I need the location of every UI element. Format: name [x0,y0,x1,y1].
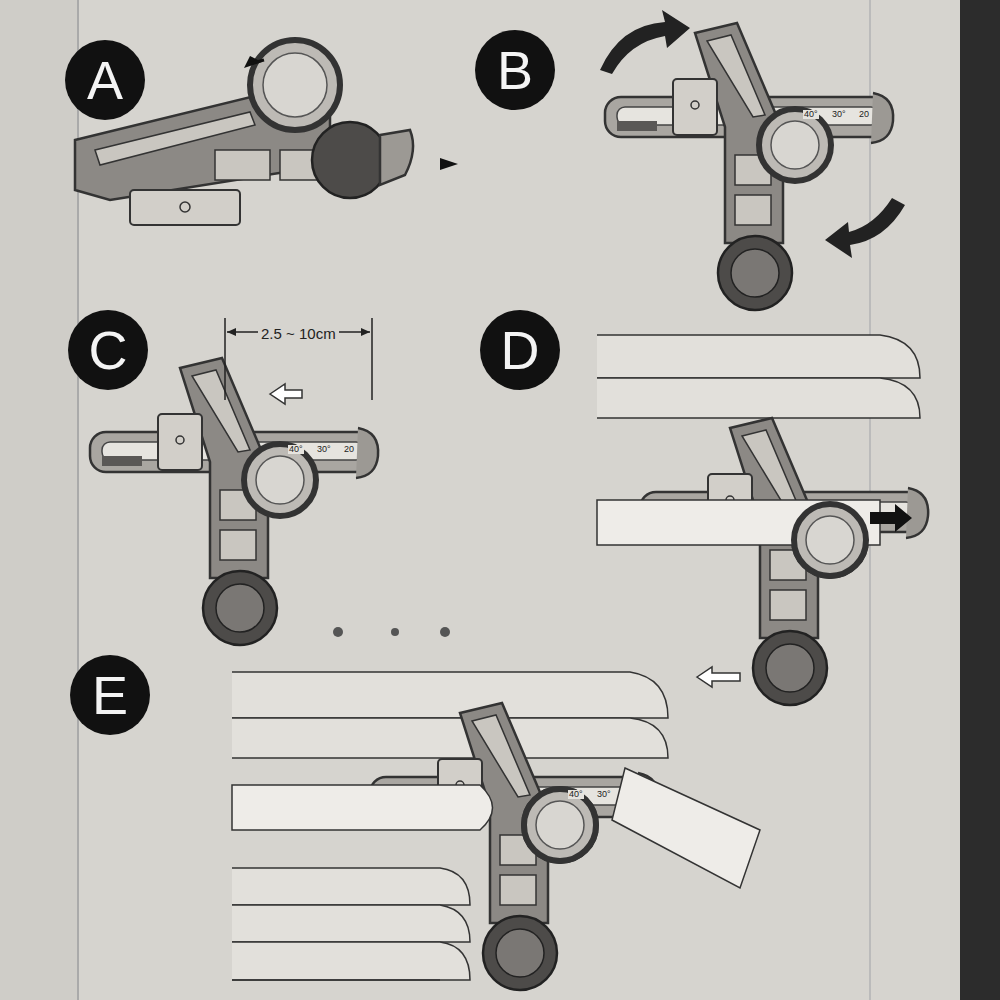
step-letter: E [92,668,128,722]
scale-number: 30° [316,445,332,454]
step-badge: D [480,310,560,390]
scale-number: 40° [288,445,304,454]
scale-number: 30° [596,790,612,799]
step-letter: D [501,323,540,377]
step-badge: E [70,655,150,735]
step-letter: B [497,43,533,97]
step-badge: B [475,30,555,110]
scale-number: 30° [831,110,847,119]
step-letter: A [87,53,123,107]
step-badge: A [65,40,145,120]
dimension-label: 2.5 ~ 10cm [258,325,339,342]
scale-number: 40° [568,790,584,799]
scale-number: 40° [803,110,819,119]
step-letter: C [89,323,128,377]
scale-number: 20 [858,110,870,119]
step-badge: C [68,310,148,390]
scale-number: 20 [343,445,355,454]
